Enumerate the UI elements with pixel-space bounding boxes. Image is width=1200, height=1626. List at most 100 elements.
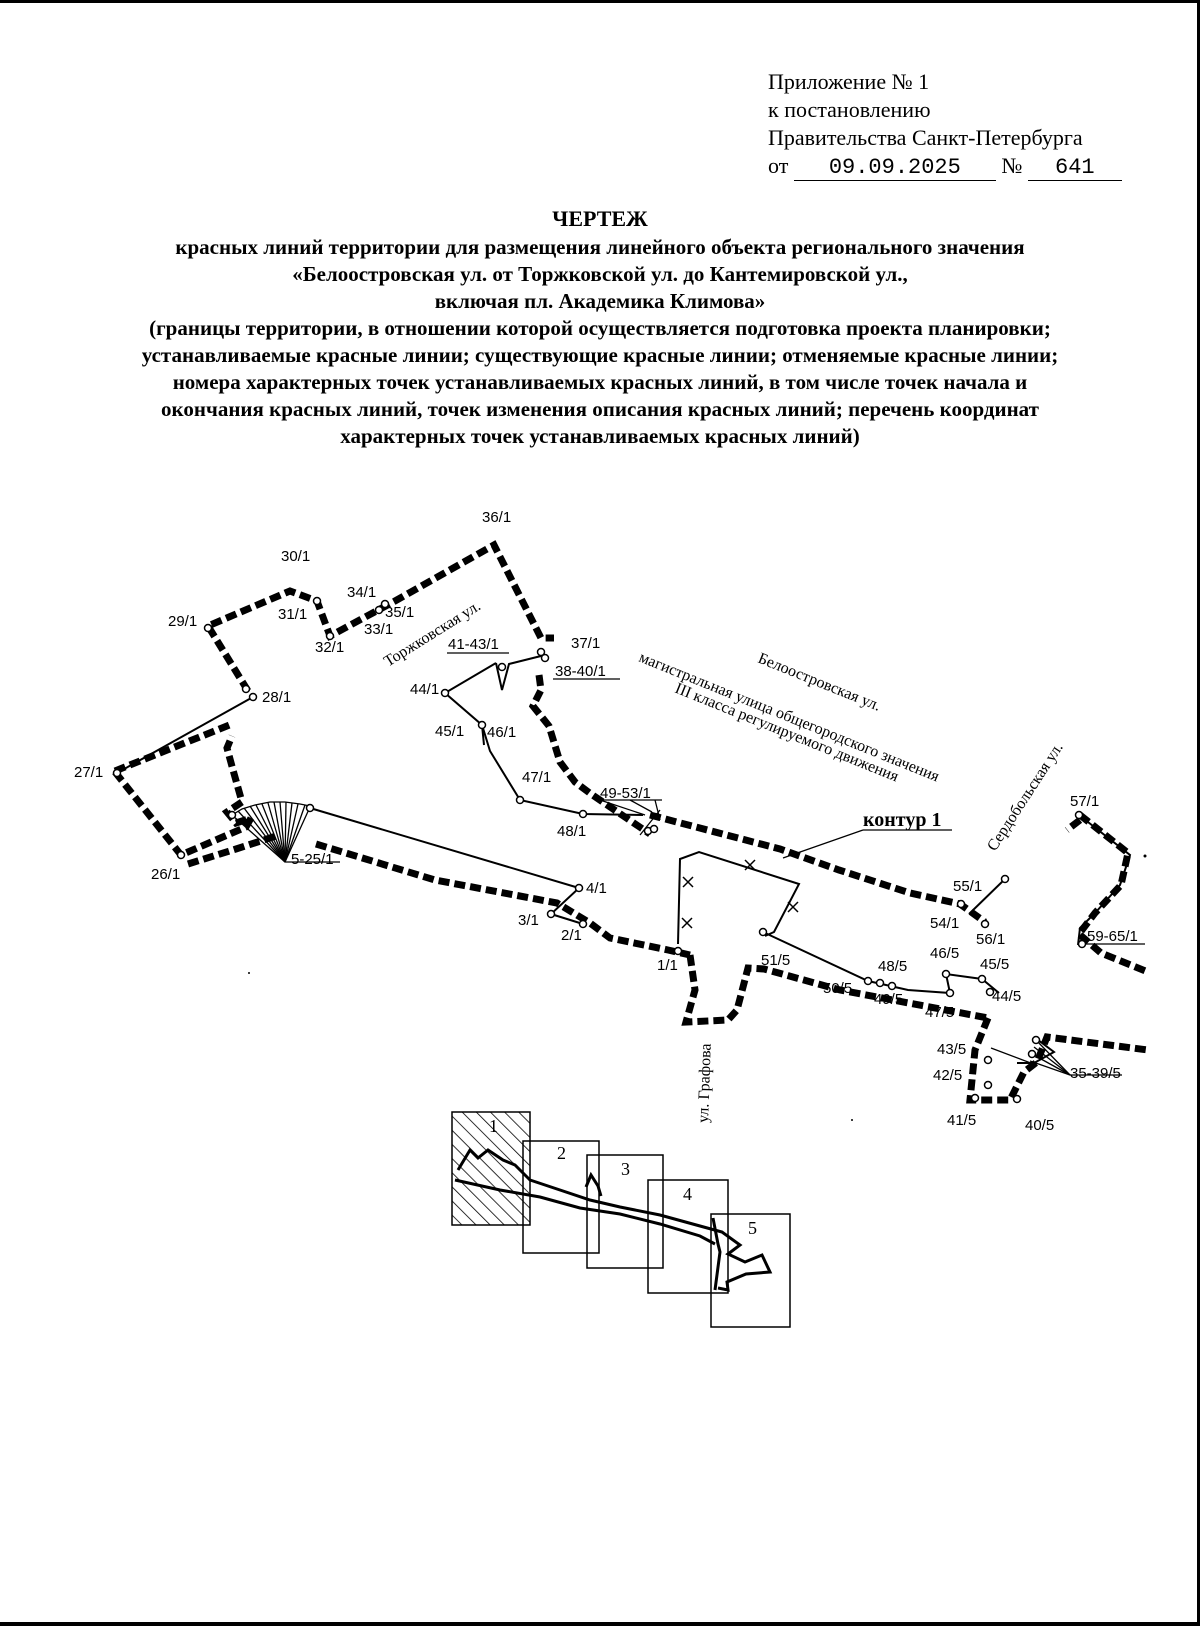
point-marker	[983, 1080, 993, 1090]
point-marker	[887, 981, 897, 991]
sheet-4-number: 4	[683, 1184, 692, 1204]
label-47-5: 47/5	[925, 1004, 954, 1021]
sheet-index-route	[456, 1147, 773, 1292]
sheet-index-spur	[584, 1171, 603, 1197]
cross-mark	[744, 859, 756, 871]
title-line-4: (границы территории, в отношении которой…	[149, 316, 1051, 340]
label-37-1: 37/1	[571, 635, 600, 652]
scan-bottom-edge	[0, 1622, 1200, 1626]
label-59-65-1: 59-65/1	[1087, 928, 1138, 945]
red-line-40-35	[1017, 1039, 1056, 1064]
sheet-3-frame	[586, 1154, 664, 1269]
point-marker	[248, 692, 258, 702]
sheet-5-number: 5	[748, 1218, 757, 1238]
sheet-1-number: 1	[489, 1116, 498, 1136]
label-50-5: 50/5	[823, 980, 852, 997]
resolution-date: 09.09.2025	[793, 156, 996, 181]
label-48-1: 48/1	[557, 823, 586, 840]
fan-line	[237, 810, 286, 863]
point-marker	[325, 631, 335, 641]
label-44-1: 44/1	[410, 681, 439, 698]
title-line-1: красных линий территории для размещения …	[175, 235, 1025, 259]
label-56-1: 56/1	[976, 931, 1005, 948]
point-marker	[1074, 810, 1084, 820]
sheet-index: 1 2 3 4 5	[451, 1111, 791, 1328]
sheet-index-route-2	[454, 1178, 716, 1246]
fan-line	[273, 801, 286, 863]
title-line-6: номера характерных точек устанавливаемых…	[172, 370, 1028, 394]
fan-5-25	[231, 801, 340, 863]
boundary-south-1	[186, 832, 278, 868]
cross-mark	[787, 901, 799, 913]
cross-mark	[682, 876, 694, 888]
point-marker	[758, 927, 768, 937]
fan-line	[1033, 1046, 1071, 1076]
label-36-1: 36/1	[482, 509, 511, 526]
point-labels: 36/1 30/1 34/1 35/1 31/1 33/1 32/1 29/1 …	[74, 509, 1138, 1134]
label-45-5: 45/5	[980, 956, 1009, 973]
label-26-1: 26/1	[151, 866, 180, 883]
sheet-2-number: 2	[557, 1143, 566, 1163]
label-27-1: 27/1	[74, 764, 103, 781]
red-line-56-54	[968, 878, 1006, 915]
fan-line	[629, 799, 653, 813]
speck	[248, 972, 250, 974]
title-line-3: включая пл. Академика Климова»	[434, 289, 766, 313]
fan-line	[1031, 1053, 1071, 1076]
title-line-2: «Белоостровская ул. от Торжковской ул. д…	[292, 262, 908, 286]
fan-line	[284, 803, 299, 863]
fan-59-65	[990, 943, 1145, 1066]
label-42-5: 42/5	[933, 1067, 962, 1084]
red-line-41-43	[495, 655, 542, 691]
point-marker	[546, 909, 556, 919]
street-grafova: ул. Графова	[695, 1043, 715, 1123]
scan-specks	[248, 854, 1147, 1121]
fan-line	[243, 807, 286, 863]
point-marker	[497, 662, 507, 672]
fan-line	[284, 802, 293, 863]
street-serdobolskaya: Сердобольская ул.	[984, 740, 1067, 854]
sheet-3-number: 3	[621, 1159, 630, 1179]
label-51-5: 51/5	[761, 952, 790, 969]
red-line-5-4	[309, 807, 580, 889]
scan-top-edge	[0, 0, 1200, 3]
label-30-1: 30/1	[281, 548, 310, 565]
label-40-5: 40/5	[1025, 1117, 1054, 1134]
boundary-east-top	[1064, 817, 1083, 833]
title-heading: ЧЕРТЕЖ	[552, 206, 648, 231]
attachment-line-3: Правительства Санкт-Петербурга	[768, 125, 1083, 150]
label-33-1: 33/1	[364, 621, 393, 638]
point-marker	[1012, 1094, 1022, 1104]
point-marker	[176, 850, 186, 860]
fan-line	[279, 801, 286, 863]
label-57-1: 57/1	[1070, 793, 1099, 810]
fan-line	[284, 804, 306, 863]
characteristic-points	[112, 596, 1087, 1104]
label-29-1: 29/1	[168, 613, 197, 630]
label-2-1: 2/1	[561, 927, 582, 944]
scan-right-edge	[1197, 0, 1200, 1626]
point-marker	[970, 1093, 980, 1103]
speck	[851, 1119, 853, 1121]
fan-arc	[231, 801, 311, 816]
label-1-1: 1/1	[657, 957, 678, 974]
point-marker	[203, 623, 213, 633]
title-line-7: окончания красных линий, точек изменения…	[161, 397, 1039, 421]
sheet-2-frame	[522, 1140, 600, 1254]
point-marker	[980, 919, 990, 929]
label-41-5: 41/5	[947, 1112, 976, 1129]
label-5-25-1: 5-25/1	[291, 851, 334, 868]
label-43-5: 43/5	[937, 1041, 966, 1058]
fan-line	[231, 814, 286, 863]
fan-35-39	[1029, 1039, 1122, 1076]
point-marker	[374, 605, 384, 615]
fan-line	[249, 805, 286, 863]
point-marker	[305, 803, 315, 813]
point-marker	[863, 976, 873, 986]
red-line-27-28	[116, 696, 254, 774]
label-31-1: 31/1	[278, 606, 307, 623]
attachment-line-2: к постановлению	[768, 97, 931, 122]
label-55-1: 55/1	[953, 878, 982, 895]
fan-line	[267, 802, 286, 863]
